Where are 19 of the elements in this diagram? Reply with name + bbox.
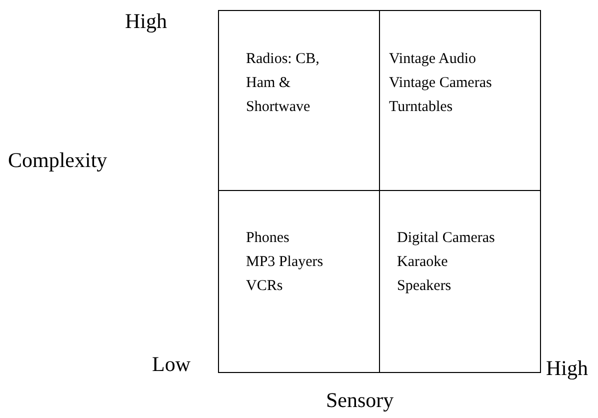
axis-end-label: Low bbox=[152, 352, 190, 377]
matrix-cell bbox=[218, 10, 380, 191]
cell-text: Speakers bbox=[397, 277, 452, 296]
cell-text: MP3 Players bbox=[246, 253, 324, 272]
cell-text: VCRs bbox=[246, 277, 284, 296]
axis-end-label: High bbox=[125, 9, 167, 34]
matrix-cell bbox=[379, 190, 541, 373]
cell-text: Turntables bbox=[389, 98, 454, 117]
matrix-cell bbox=[379, 10, 541, 191]
axis-title: Sensory bbox=[326, 388, 394, 413]
axis-title: Complexity bbox=[8, 148, 108, 173]
cell-text: Karaoke bbox=[397, 253, 449, 272]
axis-end-label: High bbox=[546, 356, 588, 381]
cell-text: Vintage Audio bbox=[389, 50, 478, 69]
cell-text: Phones bbox=[246, 229, 290, 248]
cell-text: Radios: CB, Ham & Shortwave bbox=[246, 50, 320, 117]
cell-text: Digital Cameras bbox=[397, 229, 496, 248]
cell-text: Vintage Cameras bbox=[389, 74, 493, 93]
matrix-cell bbox=[218, 190, 380, 373]
